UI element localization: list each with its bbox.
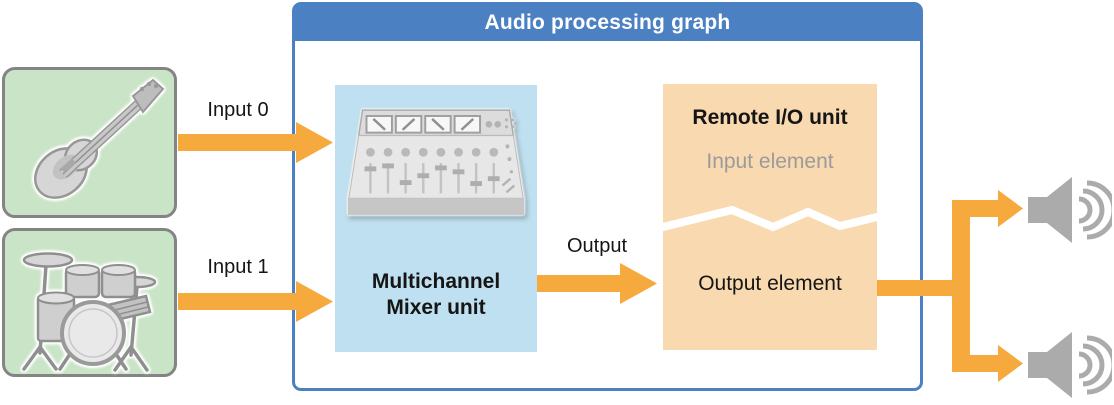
- mixer-label-line1: Multichannel: [371, 270, 501, 293]
- speaker-icon: [1028, 177, 1112, 243]
- graph-header: Audio processing graph: [295, 5, 920, 41]
- mixer-label: Multichannel Mixer unit: [335, 269, 537, 321]
- input1-label: Input 1: [207, 256, 269, 278]
- output-splitter-arrows: [877, 190, 1023, 382]
- output-label: Output: [566, 235, 628, 257]
- mixer-label-line2: Mixer unit: [386, 296, 486, 319]
- graph-title: Audio processing graph: [484, 11, 731, 34]
- remote-io-title: Remote I/O unit: [692, 106, 848, 129]
- source-box-drums: [2, 228, 177, 377]
- speaker-icon: [1028, 332, 1112, 398]
- remote-io-output-element: Output element: [698, 272, 842, 295]
- guitar-icon: [34, 78, 165, 199]
- input0-arrow: [178, 122, 333, 163]
- mixer-console-icon: [347, 109, 525, 215]
- drums-icon: [22, 252, 157, 372]
- source-box-guitar: [2, 67, 177, 218]
- output-arrow: [537, 263, 657, 304]
- input1-arrow: [178, 281, 333, 322]
- tear-separator: [663, 205, 877, 232]
- input0-label: Input 0: [207, 99, 269, 121]
- remote-io-unit: Remote I/O unit Input element Output ele…: [663, 84, 877, 350]
- remote-io-input-element: Input element: [706, 150, 834, 173]
- multichannel-mixer-unit: Multichannel Mixer unit: [335, 85, 537, 352]
